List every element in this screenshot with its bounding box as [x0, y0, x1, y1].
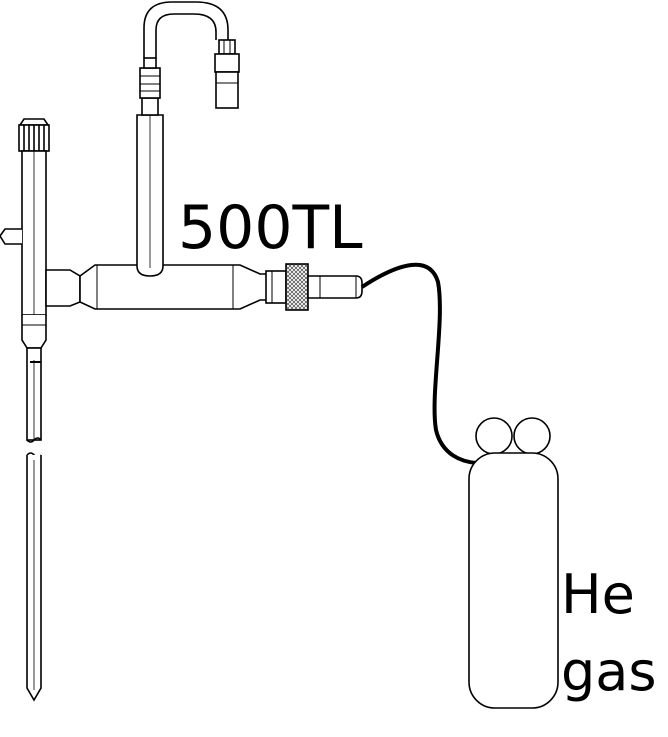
hose-end-fitting — [214, 39, 240, 109]
probe-top-cap — [18, 118, 50, 152]
tube-collar — [265, 270, 287, 304]
tube-left-coupling — [45, 269, 81, 307]
tube-tip — [307, 275, 363, 299]
cylinder-valve-left — [475, 417, 513, 455]
gas-cylinder — [468, 417, 559, 709]
cylinder-body — [468, 452, 559, 709]
cylinder-valve-right — [513, 417, 551, 455]
knurled-nut — [285, 263, 309, 311]
probe-taper — [21, 315, 47, 349]
gas-label-line2: gas — [561, 640, 657, 703]
riser-assembly — [136, 57, 164, 277]
probe-side-port — [0, 228, 22, 245]
vertical-probe — [0, 118, 50, 702]
horizontal-tube — [45, 263, 363, 311]
flexible-hose — [143, 1, 229, 58]
model-label: 500TL — [178, 193, 363, 263]
gas-label-line1: He — [561, 563, 635, 626]
tube-body — [79, 264, 279, 310]
helium-line — [360, 262, 478, 465]
